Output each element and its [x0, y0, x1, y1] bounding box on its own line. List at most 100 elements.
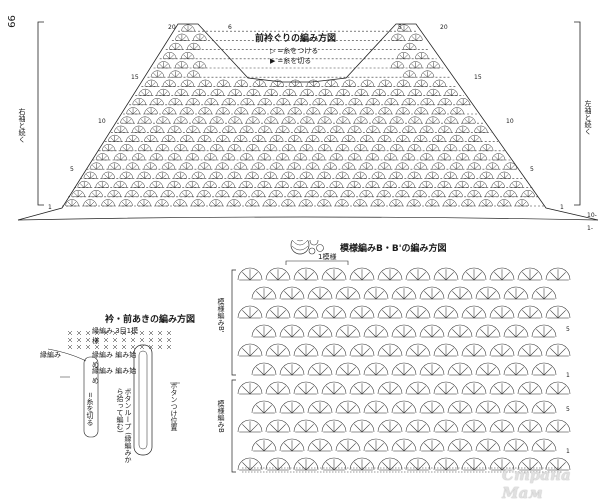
sc-stitch-mark: [139, 337, 145, 343]
yoke-fan-stitch: [264, 88, 279, 96]
yoke-fan-stitch: [306, 107, 320, 115]
yoke-fan-stitch: [299, 199, 313, 207]
sc-stitch-mark: [67, 330, 73, 336]
yoke-fan-stitch: [390, 116, 404, 124]
pattern-row-1-bottom: 1: [566, 448, 570, 455]
yoke-fan-stitch: [305, 162, 320, 170]
sc-stitch-mark: [103, 344, 109, 350]
yoke-fan-stitch: [209, 171, 224, 179]
pattern-shell-stitch: [489, 457, 515, 471]
yoke-fan-stitch: [198, 107, 212, 115]
yoke-fan-stitch: [114, 125, 128, 133]
pattern-shell-stitch: [475, 324, 501, 338]
yoke-fan-stitch: [377, 134, 392, 142]
yoke-fan-stitch: [228, 116, 242, 124]
yoke-fan-stitch: [113, 180, 127, 188]
legend-cut-label: =糸を切る: [277, 57, 312, 65]
yoke-fan-stitch: [509, 180, 523, 188]
yoke-fan-stitch: [462, 116, 476, 124]
sc-stitch-mark: [112, 337, 118, 343]
yoke-fan-stitch: [408, 116, 422, 124]
yoke-fan-stitch: [396, 79, 411, 87]
yoke-fan-stitch: [287, 190, 301, 197]
yoke-fan-stitch: [348, 125, 362, 133]
yoke-fan-stitch: [245, 199, 259, 207]
yoke-fan-stitch: [317, 171, 332, 179]
yoke-fan-stitch: [293, 153, 308, 161]
yoke-fan-stitch: [503, 190, 517, 197]
yoke-fan-stitch: [455, 153, 470, 161]
yoke-fan-stitch: [378, 79, 393, 87]
yoke-fan-stitch: [426, 116, 440, 124]
yoke-fan-stitch: [125, 134, 140, 142]
yoke-fan-stitch: [95, 153, 110, 161]
yoke-fan-stitch: [150, 70, 165, 78]
yoke-fan-stitch: [233, 162, 248, 170]
yoke-fan-stitch: [293, 180, 307, 188]
pattern-shell-stitch: [391, 438, 417, 452]
yoke-fan-stitch: [179, 162, 194, 170]
pattern-shell-stitch: [419, 400, 445, 414]
yoke-fan-stitch: [473, 153, 488, 161]
yoke-fan-stitch: [311, 153, 326, 161]
yoke-fan-stitch: [125, 162, 140, 170]
sc-stitch-mark: [166, 330, 172, 336]
yoke-fan-stitch: [323, 190, 337, 197]
yoke-fan-stitch: [305, 190, 319, 197]
pattern-shell-stitch: [335, 400, 361, 414]
yoke-fan-stitch: [101, 171, 116, 179]
yoke-fan-stitch: [401, 153, 416, 161]
pattern-shell-stitch: [503, 324, 529, 338]
yoke-fan-stitch: [354, 88, 369, 96]
yoke-fan-stitch: [288, 79, 303, 87]
yoke-fan-stitch: [330, 98, 344, 105]
yoke-fan-stitch: [269, 134, 284, 142]
yoke-fan-stitch: [437, 180, 451, 188]
yoke-fan-stitch: [191, 171, 206, 179]
legend-attach: ▷ =糸をつける: [270, 46, 318, 56]
yoke-fan-stitch: [444, 88, 459, 96]
sc-stitch-mark: [85, 337, 91, 343]
pattern-shell-stitch: [531, 324, 557, 338]
yoke-fan-stitch: [149, 153, 164, 161]
yoke-fan-stitch: [239, 180, 253, 188]
yoke-fan-stitch: [383, 153, 398, 161]
yoke-fan-stitch: [173, 171, 188, 179]
yoke-fan-stitch: [443, 199, 457, 207]
yoke-fan-stitch: [407, 144, 422, 151]
yoke-fan-stitch: [89, 162, 104, 170]
yoke-fan-stitch: [137, 199, 151, 207]
yoke-fan-stitch: [294, 125, 308, 133]
yoke-fan-stitch: [366, 98, 380, 105]
sc-stitch-mark: [148, 330, 154, 336]
yoke-fan-stitch: [193, 33, 207, 41]
yoke-fan-stitch: [240, 98, 254, 105]
sc-stitch-mark: [121, 344, 127, 350]
yoke-fan-stitch: [444, 116, 458, 124]
pattern-b-diagram: [231, 240, 571, 473]
pattern-shell-stitch: [545, 381, 571, 395]
yoke-fan-stitch: [467, 162, 482, 170]
pattern-shell-stitch: [433, 381, 459, 395]
attach-yarn-icon: ▷: [270, 47, 276, 55]
pattern-shell-stitch: [545, 343, 571, 357]
yoke-fan-stitch: [305, 134, 320, 142]
yoke-fan-stitch: [323, 162, 338, 170]
pattern-shell-stitch: [475, 362, 501, 376]
yoke-fan-stitch: [497, 199, 511, 207]
pattern-shell-stitch: [251, 400, 277, 414]
yoke-fan-stitch: [138, 116, 152, 124]
pattern-shell-stitch: [335, 286, 361, 300]
yoke-fan-stitch: [306, 79, 321, 87]
pattern-shell-stitch: [265, 457, 291, 471]
pattern-shell-stitch: [447, 400, 473, 414]
pattern-shell-stitch: [349, 305, 375, 319]
neck-label-edge: 縁編み: [40, 351, 61, 359]
yoke-fan-stitch: [175, 33, 189, 41]
yoke-fan-stitch: [317, 144, 332, 151]
yoke-fan-stitch: [167, 153, 182, 161]
pattern-shell-stitch: [545, 419, 571, 433]
pattern-shell-stitch: [335, 324, 361, 338]
pattern-shell-stitch: [503, 438, 529, 452]
yoke-fan-stitch: [347, 180, 361, 188]
